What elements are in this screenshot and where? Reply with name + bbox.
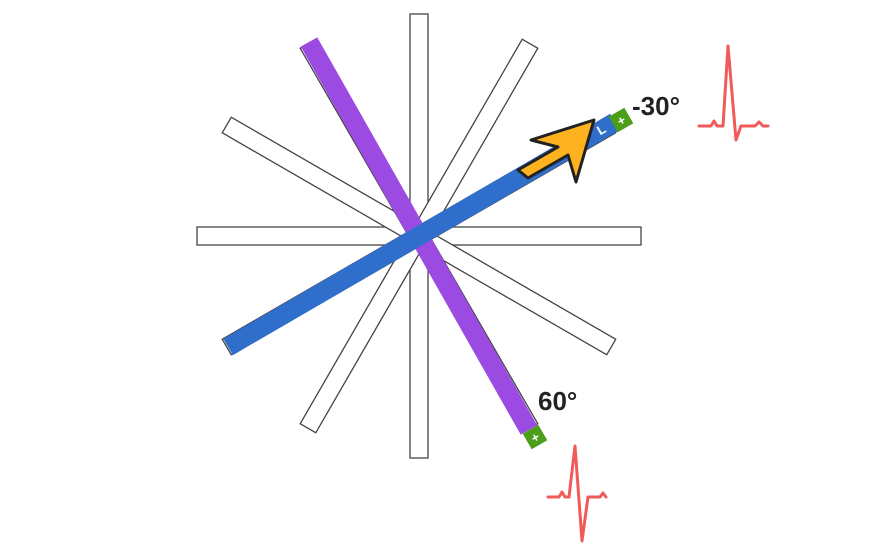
- vector-arrow-icon: [516, 118, 596, 184]
- lead-minus-30-plus-badge: +: [608, 107, 634, 133]
- plus-badge-bg: [608, 107, 634, 133]
- angle-label-minus-30: -30°: [632, 91, 680, 121]
- ecg-waveform-icon: [697, 44, 770, 142]
- angle-label-60: 60°: [538, 386, 577, 416]
- lead-60-plus-badge: +: [522, 424, 548, 450]
- ecg-waveform-icon: [546, 444, 608, 543]
- plus-badge-bg: [522, 424, 548, 450]
